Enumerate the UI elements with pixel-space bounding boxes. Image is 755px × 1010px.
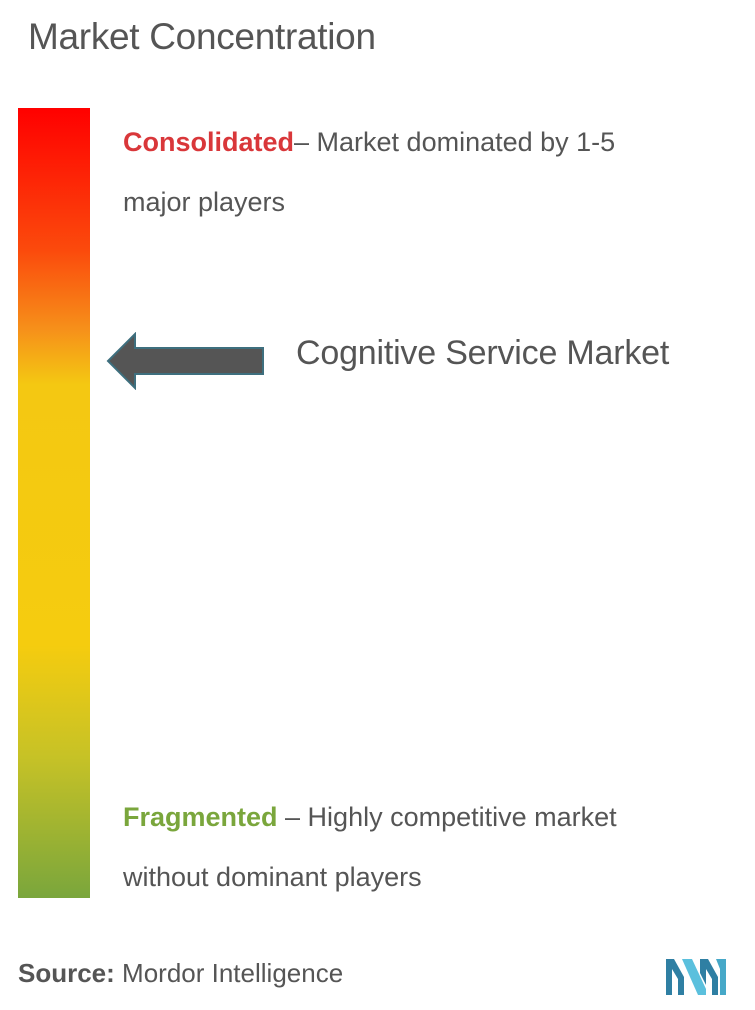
source-text: Mordor Intelligence [122,958,344,988]
consolidated-description: Consolidated– Market dominated by 1-5 ma… [123,112,615,232]
fragmented-text-line2: without dominant players [123,862,422,892]
source-label: Source: [18,958,115,988]
left-arrow-icon [106,332,264,390]
fragmented-text-line1: – Highly competitive market [277,802,617,832]
fragmented-description: Fragmented – Highly competitive market w… [123,787,617,907]
consolidated-text-line2: major players [123,187,286,217]
fragmented-label: Fragmented [123,802,278,832]
concentration-gradient-bar [18,108,90,898]
consolidated-label: Consolidated [123,127,295,157]
consolidated-text-line1: – Market dominated by 1-5 [294,127,616,157]
page-title: Market Concentration [28,16,376,57]
market-indicator-label: Cognitive Service Market [296,334,670,372]
source-credit: Source: Mordor Intelligence [18,958,343,989]
mordor-logo-icon [666,959,726,995]
